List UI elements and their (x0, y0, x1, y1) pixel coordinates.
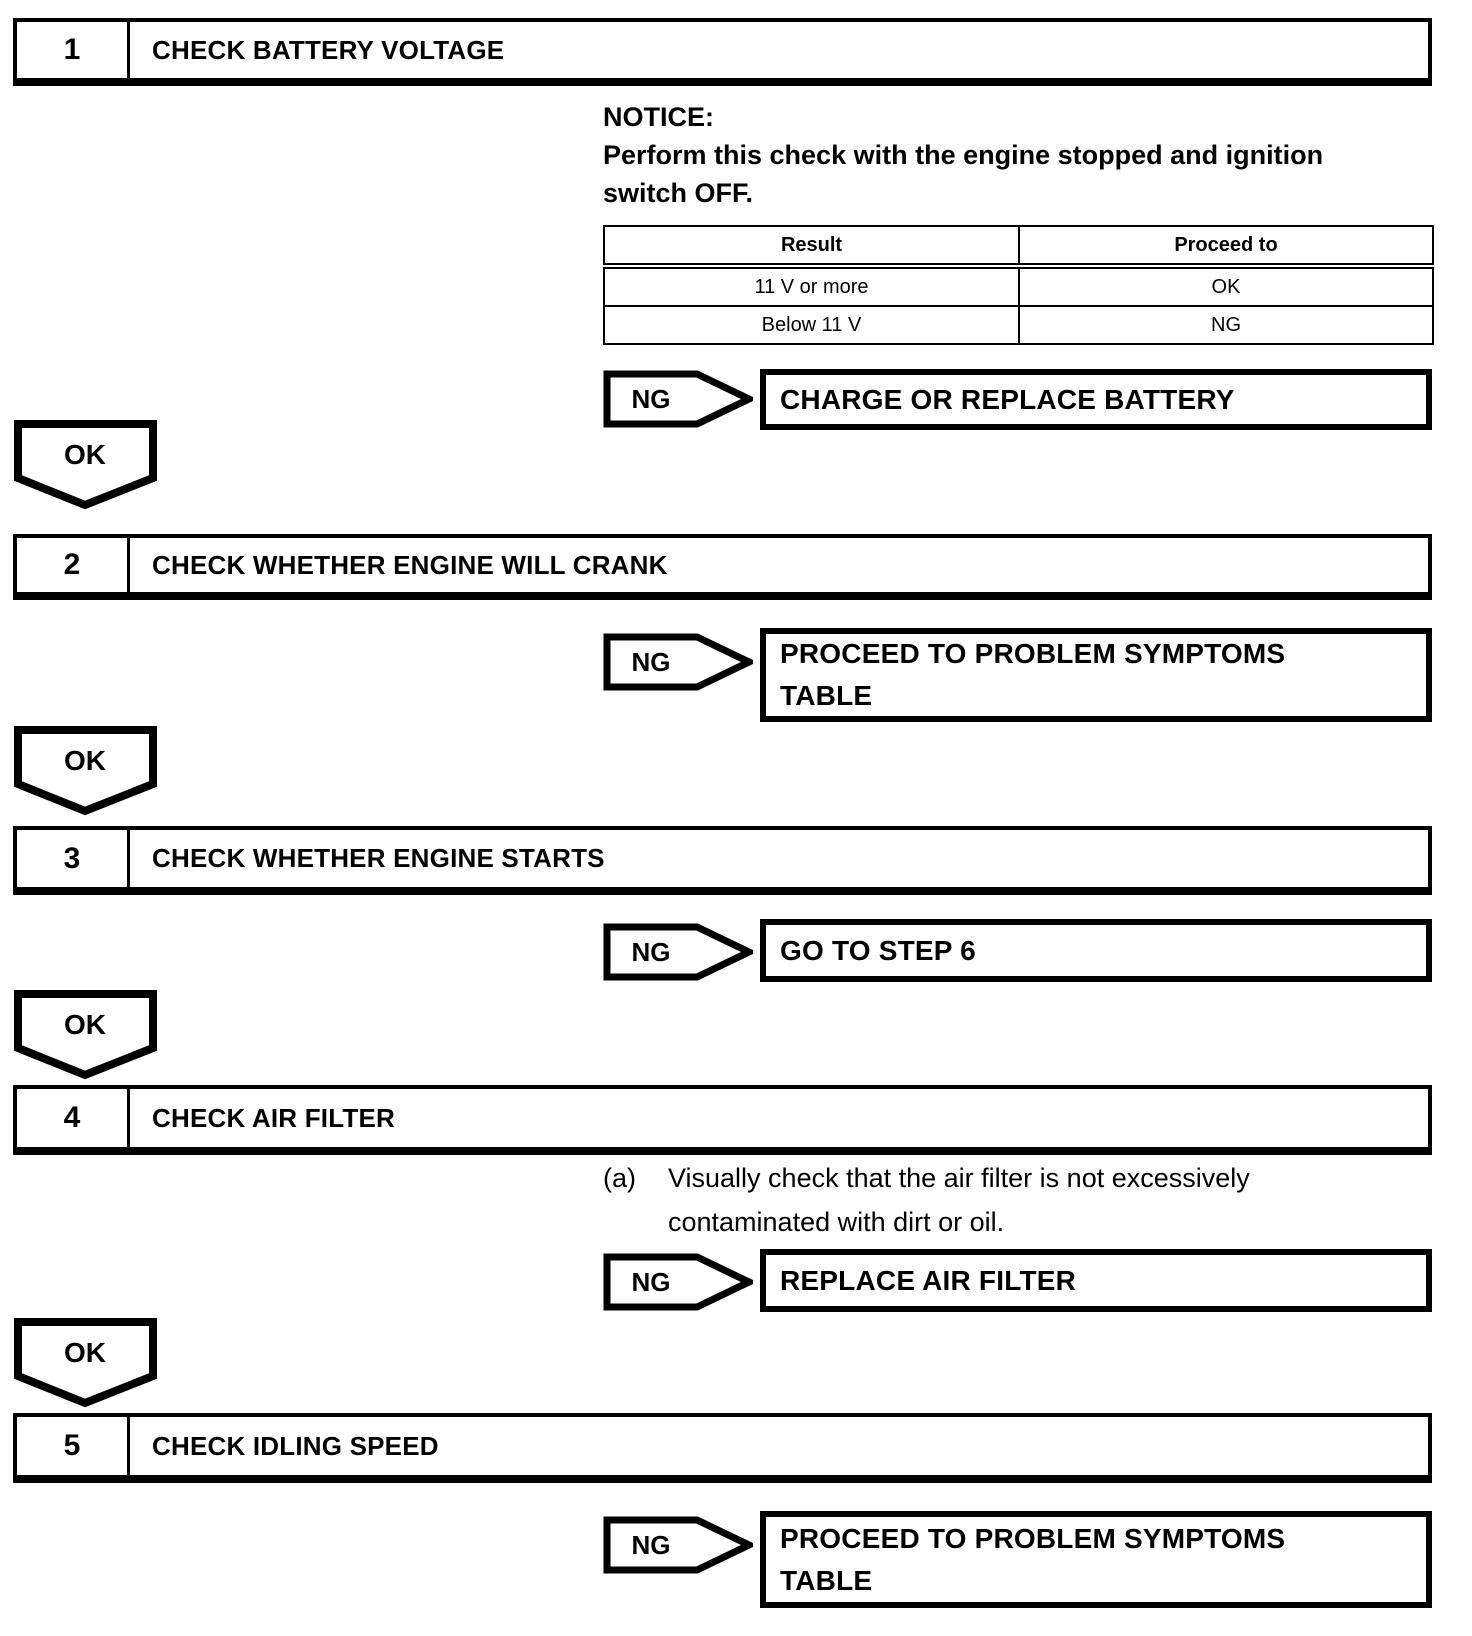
ok-arrow-icon: OK (14, 1318, 157, 1408)
result-box-1-line-1: CHARGE OR REPLACE BATTERY (780, 383, 1235, 415)
ok-label: OK (64, 745, 106, 776)
result-box-4: REPLACE AIR FILTER (760, 1249, 1432, 1312)
ng-connector-3: NG (603, 923, 753, 981)
result-table-header-proceed: Proceed to (1018, 225, 1434, 269)
step-3-number: 3 (17, 830, 130, 887)
proceed-cell: OK (1018, 265, 1434, 307)
result-cell: 11 V or more (603, 265, 1020, 307)
ok-connector-2: OK (14, 726, 157, 816)
ng-connector-2: NG (603, 633, 753, 691)
result-table-header-row: Result Proceed to (603, 225, 1434, 269)
ng-label: NG (632, 1267, 671, 1297)
result-box-2-line-2: TABLE (780, 680, 873, 711)
instruction-line-2: contaminated with dirt or oil. (668, 1207, 1005, 1237)
ng-connector-1: NG (603, 370, 753, 428)
ng-label: NG (632, 384, 671, 414)
ng-arrow-icon: NG (603, 633, 753, 691)
step-5-title: CHECK IDLING SPEED (152, 1430, 439, 1461)
step-2-box: 2 CHECK WHETHER ENGINE WILL CRANK (13, 534, 1432, 600)
step-1-number: 1 (17, 22, 130, 78)
ok-connector-1: OK (14, 420, 157, 510)
proceed-cell: NG (1018, 305, 1434, 345)
result-table: Result Proceed to 11 V or more OK Below … (603, 225, 1434, 345)
ng-connector-4: NG (603, 1253, 753, 1311)
ng-arrow-icon: NG (603, 923, 753, 981)
ng-arrow-icon: NG (603, 370, 753, 428)
table-row: Below 11 V NG (603, 305, 1434, 345)
ok-arrow-icon: OK (14, 420, 157, 510)
step-4-box: 4 CHECK AIR FILTER (13, 1085, 1432, 1155)
ok-arrow-icon: OK (14, 990, 157, 1080)
instruction-line-1: Visually check that the air filter is no… (668, 1163, 1250, 1193)
instruction-marker: (a) (603, 1163, 636, 1193)
step-5-number: 5 (17, 1417, 130, 1475)
table-row: 11 V or more OK (603, 265, 1434, 307)
step-5-box: 5 CHECK IDLING SPEED (13, 1413, 1432, 1483)
step-4-number: 4 (17, 1089, 130, 1147)
ok-label: OK (64, 1337, 106, 1368)
notice-line-2: switch OFF. (603, 178, 754, 208)
ng-label: NG (632, 937, 671, 967)
result-box-3: GO TO STEP 6 (760, 919, 1432, 982)
ok-label: OK (64, 1009, 106, 1040)
ng-arrow-icon: NG (603, 1516, 753, 1574)
result-box-5-line-1: PROCEED TO PROBLEM SYMPTOMS (780, 1522, 1286, 1554)
result-box-5-line-2: TABLE (780, 1564, 873, 1596)
notice-block: NOTICE: Perform this check with the engi… (603, 98, 1323, 212)
step-2-title: CHECK WHETHER ENGINE WILL CRANK (152, 549, 668, 580)
ng-connector-5: NG (603, 1516, 753, 1574)
result-box-5: PROCEED TO PROBLEM SYMPTOMS TABLE (760, 1511, 1432, 1608)
result-box-4-line-1: REPLACE AIR FILTER (780, 1264, 1077, 1296)
result-box-3-line-1: GO TO STEP 6 (780, 934, 976, 966)
notice-label: NOTICE: (603, 102, 714, 132)
ok-arrow-icon: OK (14, 726, 157, 816)
notice-line-1: Perform this check with the engine stopp… (603, 140, 1324, 170)
ok-label: OK (64, 439, 106, 470)
ng-label: NG (632, 1530, 671, 1560)
result-box-2: PROCEED TO PROBLEM SYMPTOMS TABLE (760, 628, 1432, 722)
ok-connector-3: OK (14, 990, 157, 1080)
step-2-number: 2 (17, 538, 130, 592)
step-1-box: 1 CHECK BATTERY VOLTAGE (13, 18, 1432, 86)
result-box-1: CHARGE OR REPLACE BATTERY (760, 369, 1432, 430)
step-3-box: 3 CHECK WHETHER ENGINE STARTS (13, 826, 1432, 895)
ng-label: NG (632, 647, 671, 677)
step-3-title: CHECK WHETHER ENGINE STARTS (152, 843, 605, 873)
step-4-instruction: (a) Visually check that the air filter i… (603, 1156, 1250, 1244)
ng-arrow-icon: NG (603, 1253, 753, 1311)
result-box-2-line-1: PROCEED TO PROBLEM SYMPTOMS (780, 638, 1286, 669)
step-4-title: CHECK AIR FILTER (152, 1102, 395, 1133)
result-cell: Below 11 V (603, 305, 1020, 345)
result-table-header-result: Result (603, 225, 1020, 269)
ok-connector-4: OK (14, 1318, 157, 1408)
step-1-title: CHECK BATTERY VOLTAGE (152, 34, 505, 65)
